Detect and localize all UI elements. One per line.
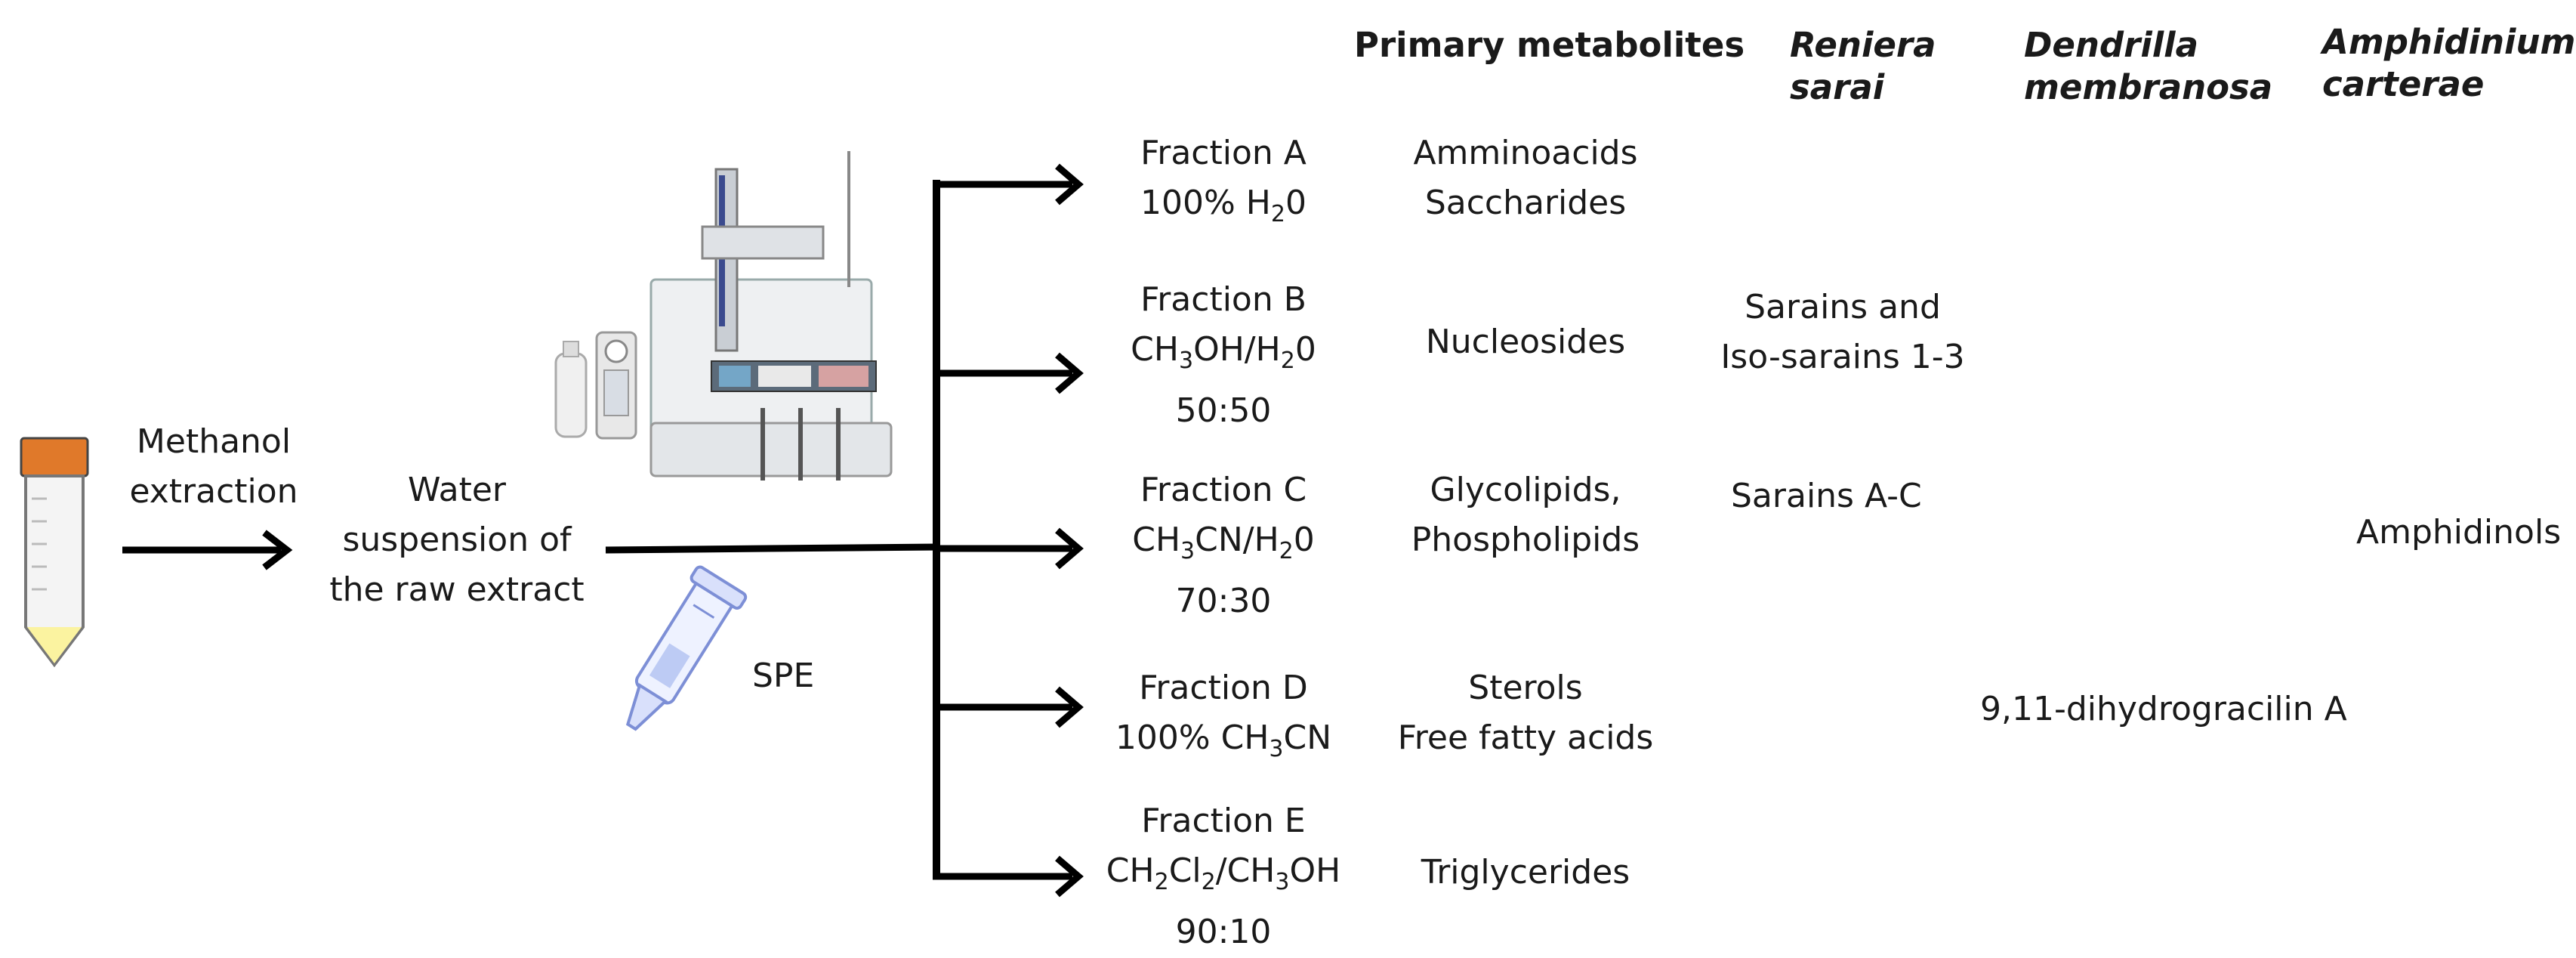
fraction-a-label: Fraction A 100% H20 (1095, 128, 1352, 240)
header-amphidinium-line-1: Amphidinium (2322, 22, 2576, 62)
falcon-tube-icon (20, 437, 89, 668)
fraction-a-primary: Amminoacids Saccharides (1359, 128, 1692, 228)
fraction-c-reniera-1: Sarains A-C (1731, 477, 1922, 515)
water-suspension-label: Water suspension of the raw extract (317, 465, 597, 615)
header-dendrilla-membranosa: Dendrilla membranosa (2024, 24, 2272, 109)
header-reniera-line-1: Reniera (1790, 25, 1936, 65)
fraction-c-reniera: Sarains A-C (1731, 471, 1922, 521)
fraction-d-primary-2: Free fatty acids (1397, 718, 1654, 757)
fraction-d-dendrilla: 9,11-dihydrogracilin A (1980, 690, 2347, 728)
arrow-extraction-head (262, 530, 293, 570)
branch-arrow-d (933, 686, 1084, 728)
fraction-e-solvent: CH2Cl2/CH3OH (1106, 851, 1341, 895)
fraction-e-label: Fraction E CH2Cl2/CH3OH 90:10 (1080, 796, 1367, 957)
fraction-a-primary-2: Saccharides (1424, 184, 1627, 222)
header-primary-metabolites: Primary metabolites (1354, 25, 1745, 65)
fraction-d-primary: Sterols Free fatty acids (1359, 663, 1692, 763)
fraction-e-name: Fraction E (1141, 802, 1306, 840)
fraction-d-label: Fraction D 100% CH3CN (1095, 663, 1352, 774)
fraction-b-primary: Nucleosides (1359, 317, 1692, 367)
branch-arrow-b (933, 352, 1084, 394)
water-suspension-line-3: the raw extract (329, 570, 585, 609)
fraction-b-name: Fraction B (1140, 280, 1307, 319)
arrow-to-trunk (605, 543, 939, 554)
water-suspension-line-2: suspension of (342, 521, 572, 559)
fraction-b-reniera: Sarains and Iso-sarains 1-3 (1699, 283, 1986, 382)
header-dendrilla-line-2: membranosa (2024, 67, 2273, 107)
spe-label: SPE (752, 657, 815, 695)
spe-instrument-icon (554, 151, 893, 481)
fraction-b-reniera-1: Sarains and (1745, 288, 1941, 326)
header-amphidinium-line-2: carterae (2322, 64, 2485, 104)
fraction-a-solvent: 100% H20 (1140, 184, 1307, 227)
fraction-d-primary-1: Sterols (1468, 669, 1583, 707)
methanol-extraction-line-2: extraction (129, 472, 298, 511)
fraction-b-primary-1: Nucleosides (1425, 323, 1626, 361)
water-suspension-line-1: Water (407, 471, 507, 509)
fraction-c-primary: Glycolipids, Phospholipids (1359, 465, 1692, 565)
fraction-c-solvent: CH3CN/H20 (1132, 521, 1315, 564)
fraction-d-solvent: 100% CH3CN (1115, 718, 1332, 762)
fraction-e-primary-1: Triglycerides (1421, 853, 1630, 892)
spe-cartridge-icon (625, 565, 748, 731)
fraction-c-name: Fraction C (1140, 471, 1307, 509)
header-amphidinium-carterae: Amphidinium carterae (2322, 21, 2575, 106)
fraction-d-name: Fraction D (1139, 669, 1308, 707)
methanol-extraction-label: Methanol extraction (127, 417, 301, 517)
fraction-b-ratio: 50:50 (1175, 391, 1272, 430)
fraction-c-primary-2: Phospholipids (1411, 521, 1640, 559)
branch-arrow-a (933, 163, 1084, 206)
branch-arrow-e (933, 855, 1084, 898)
fraction-c-ratio: 70:30 (1175, 581, 1272, 620)
header-reniera-line-2: sarai (1790, 67, 1885, 107)
methanol-extraction-line-1: Methanol (136, 422, 292, 461)
fraction-b-label: Fraction B CH3OH/H20 50:50 (1095, 275, 1352, 436)
fraction-c-amphidinium: Amphidinols (2356, 513, 2562, 552)
branch-arrow-c (933, 527, 1084, 570)
fraction-a-name: Fraction A (1140, 134, 1307, 172)
header-dendrilla-line-1: Dendrilla (2024, 25, 2198, 65)
fraction-a-primary-1: Amminoacids (1413, 134, 1638, 172)
fraction-b-reniera-2: Iso-sarains 1-3 (1720, 338, 1965, 376)
fraction-b-solvent: CH3OH/H20 (1131, 330, 1316, 374)
fraction-e-ratio: 90:10 (1175, 912, 1272, 951)
fraction-e-primary: Triglycerides (1359, 848, 1692, 898)
header-reniera-sarai: Reniera sarai (1790, 24, 1936, 109)
fraction-c-primary-1: Glycolipids, (1430, 471, 1621, 509)
fraction-c-label: Fraction C CH3CN/H20 70:30 (1095, 465, 1352, 626)
